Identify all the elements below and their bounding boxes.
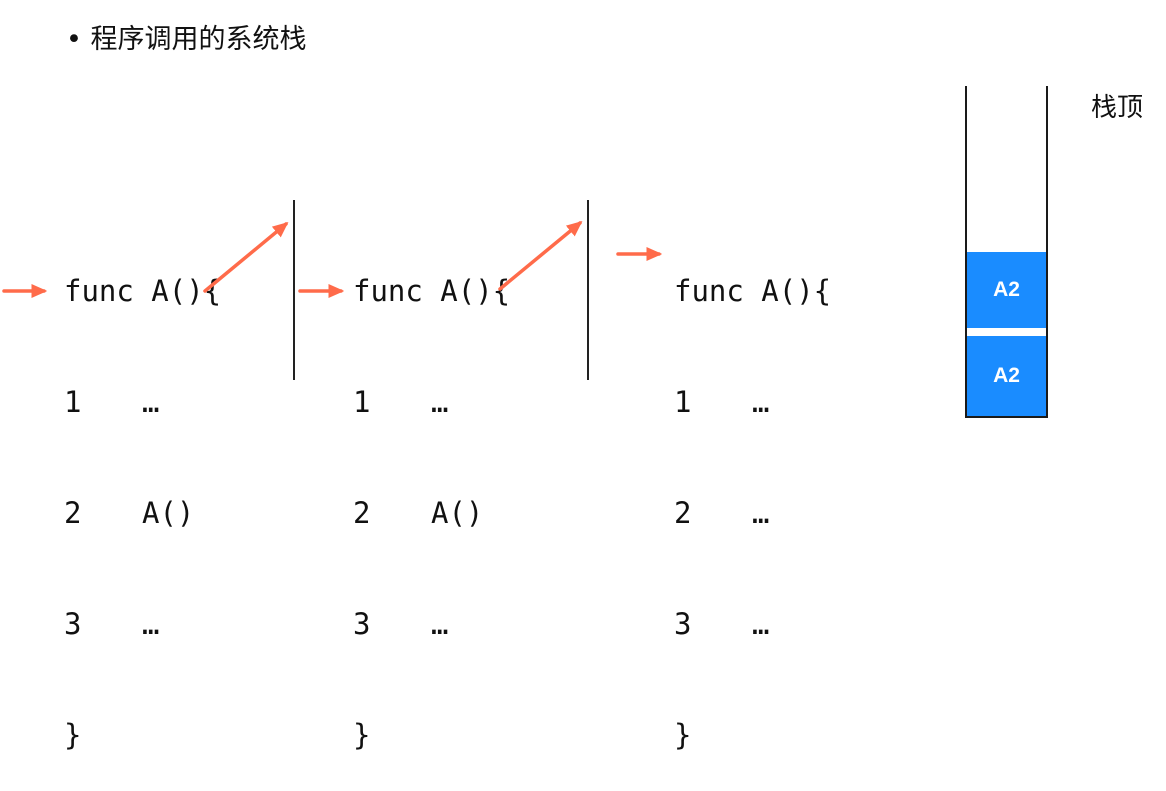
stack-frame-label: A2 bbox=[993, 364, 1020, 387]
diagram-heading: • 程序调用的系统栈 bbox=[66, 20, 307, 60]
code-line-2: 2 A() bbox=[64, 495, 221, 532]
code-line-1: 1… bbox=[353, 384, 510, 421]
code-line-1: 1… bbox=[674, 384, 831, 421]
code-line-2: 2… bbox=[674, 495, 831, 532]
line-number: 1 bbox=[353, 385, 371, 419]
code-line-3: 3… bbox=[674, 606, 831, 643]
line-code: … bbox=[752, 496, 770, 530]
line-number: 1 bbox=[64, 385, 82, 419]
line-code: A() bbox=[142, 496, 195, 530]
block-divider-1 bbox=[293, 200, 295, 380]
line-number: 3 bbox=[64, 607, 82, 641]
arrow-overlay bbox=[2, 220, 663, 298]
line-code: … bbox=[431, 607, 449, 641]
stack-top-label: 栈顶 bbox=[1091, 93, 1144, 123]
code-line-3: 3… bbox=[64, 606, 221, 643]
line-number: 1 bbox=[674, 385, 692, 419]
line-code: … bbox=[752, 607, 770, 641]
code-line-1: 1… bbox=[64, 384, 221, 421]
line-code: … bbox=[142, 385, 160, 419]
stack-frame-top: A2 bbox=[967, 252, 1046, 328]
code-line-3: 3… bbox=[353, 606, 510, 643]
line-code: A() bbox=[431, 496, 484, 530]
code-header: func A(){ bbox=[353, 274, 511, 308]
stack-frame-bottom: A2 bbox=[967, 336, 1046, 416]
code-footer: } bbox=[674, 718, 692, 752]
line-number: 3 bbox=[674, 607, 692, 641]
line-code: … bbox=[142, 607, 160, 641]
call-arrow-2 bbox=[498, 220, 583, 291]
code-header: func A(){ bbox=[64, 274, 222, 308]
stack-frame-label: A2 bbox=[993, 278, 1020, 301]
code-footer: } bbox=[353, 718, 371, 752]
code-line-2: 2 A() bbox=[353, 495, 510, 532]
call-arrow-1 bbox=[203, 221, 289, 293]
heading-bullet: • bbox=[66, 24, 82, 55]
line-number: 2 bbox=[674, 496, 692, 530]
stack-right-wall bbox=[1046, 86, 1048, 418]
stack-left-wall bbox=[965, 86, 967, 418]
stack-floor bbox=[965, 416, 1048, 418]
line-code: … bbox=[431, 385, 449, 419]
line-number: 3 bbox=[353, 607, 371, 641]
block-divider-2 bbox=[587, 200, 589, 380]
line-code: … bbox=[752, 385, 770, 419]
code-header: func A(){ bbox=[674, 274, 832, 308]
line-number: 2 bbox=[64, 496, 82, 530]
heading-text: 程序调用的系统栈 bbox=[90, 24, 307, 55]
code-footer: } bbox=[64, 718, 82, 752]
line-number: 2 bbox=[353, 496, 371, 530]
